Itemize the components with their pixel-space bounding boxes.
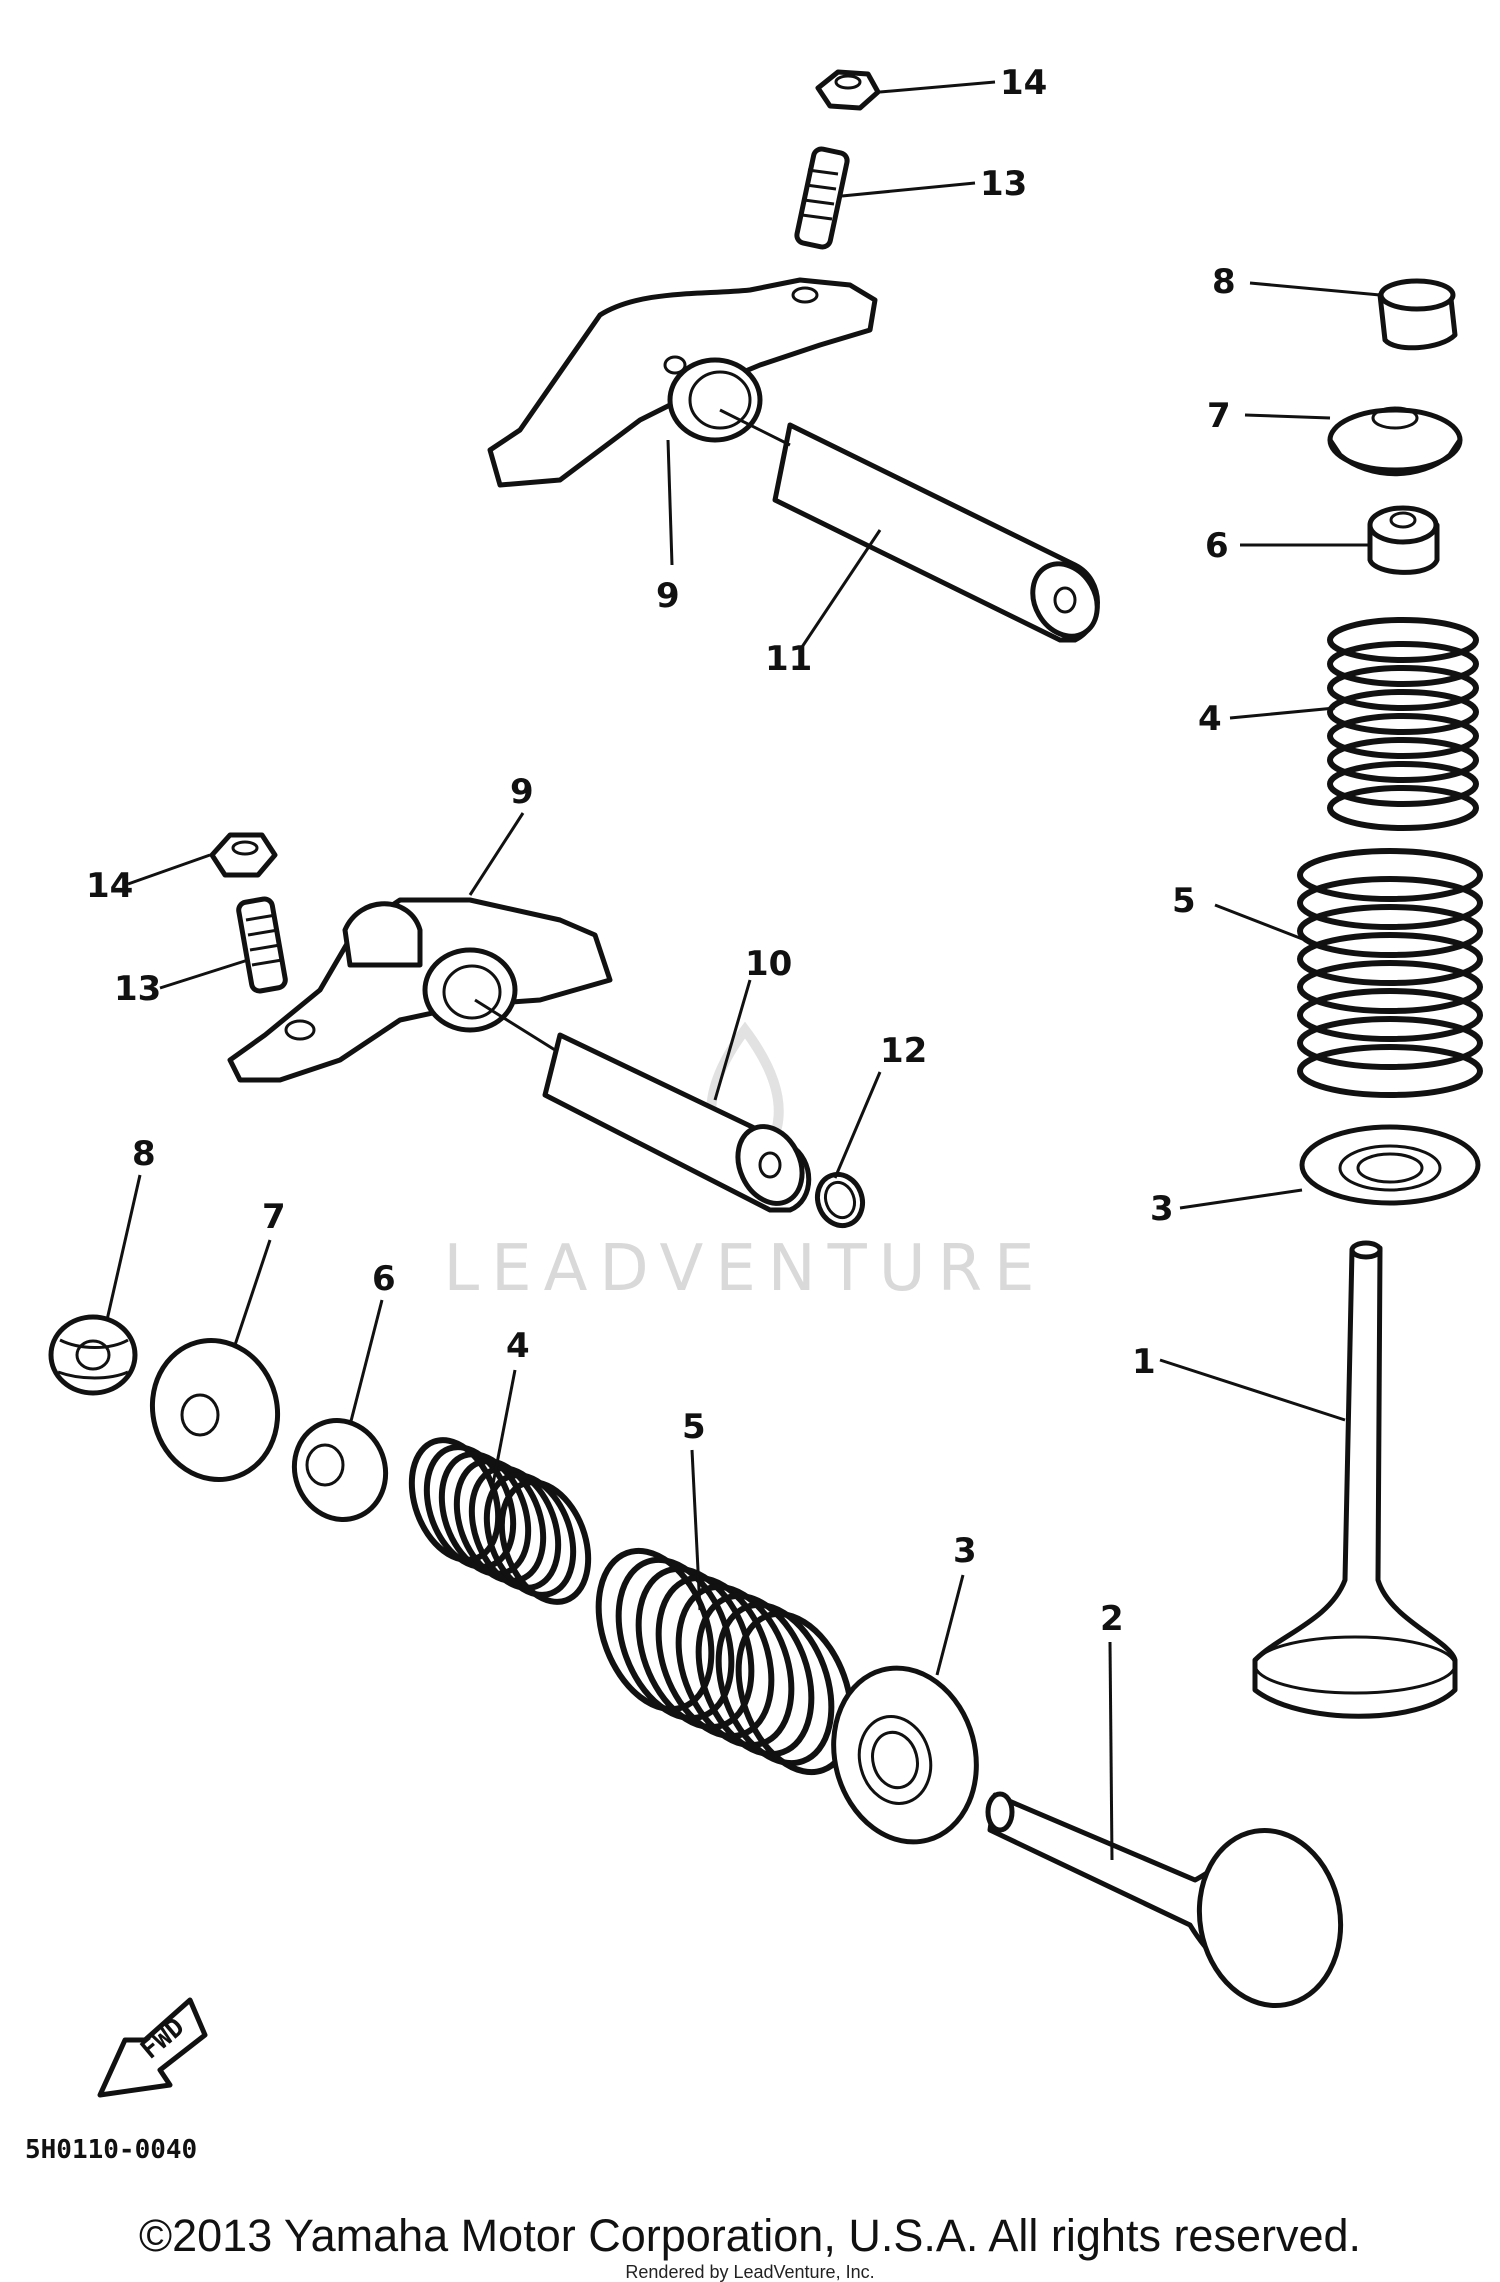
- watermark: LEADVENTURE: [444, 1021, 1047, 1306]
- spring-coil: [1297, 988, 1483, 1042]
- bottom-spring-seat-3: [831, 1665, 979, 1845]
- callout-top-9: 9: [656, 576, 680, 616]
- leader-lines: [105, 80, 1381, 1861]
- callout-mid-9: 9: [510, 772, 534, 812]
- spring-coil: [1327, 761, 1479, 807]
- callout-bottom-5: 5: [682, 1407, 706, 1447]
- bottom-cotter-8: [48, 1314, 138, 1396]
- mid-adjuster-screw-13: [236, 896, 288, 994]
- mid-nut-14: [209, 832, 278, 878]
- bottom-valve-2: [985, 1791, 1344, 2009]
- callout-bottom-4: 4: [506, 1326, 530, 1366]
- mid-rocker-shaft-10: [474, 998, 812, 1213]
- right-spring-seat-3: [1299, 1124, 1481, 1206]
- callout-top-11: 11: [765, 639, 812, 679]
- spring-coil: [675, 1583, 795, 1749]
- right-retainer-7: [1327, 406, 1463, 477]
- callout-bottom-7: 7: [262, 1197, 286, 1237]
- callout-mid-12: 12: [880, 1031, 927, 1071]
- spring-coil: [1327, 713, 1479, 759]
- right-outer-spring-5: [1297, 848, 1483, 1098]
- callout-bottom-2: 2: [1100, 1599, 1124, 1639]
- spring-coil: [1297, 876, 1483, 930]
- fwd-arrow-icon: FWD: [97, 1997, 208, 2098]
- rendered-by-notice: Rendered by LeadVenture, Inc.: [625, 2262, 875, 2282]
- spring-coil: [1327, 785, 1479, 831]
- callout-right-1: 1: [1132, 1342, 1156, 1382]
- spring-coil: [1297, 904, 1483, 958]
- watermark-text: LEADVENTURE: [444, 1232, 1047, 1306]
- callout-right-5: 5: [1172, 881, 1196, 921]
- spring-coil: [1327, 689, 1479, 735]
- callout-top-14: 14: [1000, 63, 1047, 103]
- spring-coil: [483, 1472, 577, 1598]
- spring-coil: [1327, 617, 1479, 663]
- spring-coil: [735, 1610, 855, 1776]
- spring-coil: [1327, 665, 1479, 711]
- callout-right-4: 4: [1198, 699, 1222, 739]
- spring-coil: [498, 1479, 592, 1605]
- callout-mid-10: 10: [745, 944, 792, 984]
- spring-coil: [1327, 737, 1479, 783]
- callout-labels: 14 13 9 11 9 14 13 10 12 8 7 6 4 5 3 1 8…: [86, 63, 1236, 1639]
- mid-rocker-arm-9: [227, 897, 613, 1083]
- spring-coil: [1297, 932, 1483, 986]
- callout-right-3: 3: [1150, 1189, 1174, 1229]
- callout-bottom-6: 6: [372, 1259, 396, 1299]
- spring-coil: [695, 1592, 815, 1758]
- spring-coil: [1297, 1044, 1483, 1098]
- callout-bottom-3: 3: [953, 1531, 977, 1571]
- right-cotter-8: [1377, 278, 1458, 351]
- spring-coil: [715, 1601, 835, 1767]
- callout-right-6: 6: [1205, 526, 1229, 566]
- spring-coil: [1297, 1016, 1483, 1070]
- spring-coil: [1297, 848, 1483, 902]
- callout-mid-13: 13: [114, 969, 161, 1009]
- right-inner-spring-4: [1327, 617, 1479, 831]
- bottom-retainer-7: [149, 1338, 281, 1482]
- top-rocker-shaft-11: [719, 408, 1100, 643]
- callout-bottom-8: 8: [132, 1134, 156, 1174]
- diagram-code: 5H0110-0040: [25, 2135, 197, 2165]
- copyright-notice: ©2013 Yamaha Motor Corporation, U.S.A. A…: [138, 2210, 1362, 2261]
- mid-o-ring-12: [814, 1171, 866, 1229]
- spring-coil: [655, 1574, 775, 1740]
- spring-coil: [1297, 960, 1483, 1014]
- top-adjuster-screw-13: [794, 146, 850, 250]
- right-valve-1: [1252, 1240, 1458, 1719]
- right-stem-seal-6: [1367, 505, 1440, 575]
- spring-coil: [1327, 641, 1479, 687]
- bottom-stem-seal-6: [291, 1418, 389, 1522]
- callout-right-8: 8: [1212, 262, 1236, 302]
- callout-right-7: 7: [1207, 396, 1231, 436]
- bottom-inner-spring-4: [408, 1437, 592, 1605]
- spring-coil: [468, 1465, 562, 1591]
- callout-top-13: 13: [980, 164, 1027, 204]
- top-rocker-arm-9: [487, 277, 878, 488]
- top-nut-14: [815, 69, 881, 111]
- bottom-outer-spring-5: [595, 1547, 855, 1776]
- callout-mid-14: 14: [86, 866, 133, 906]
